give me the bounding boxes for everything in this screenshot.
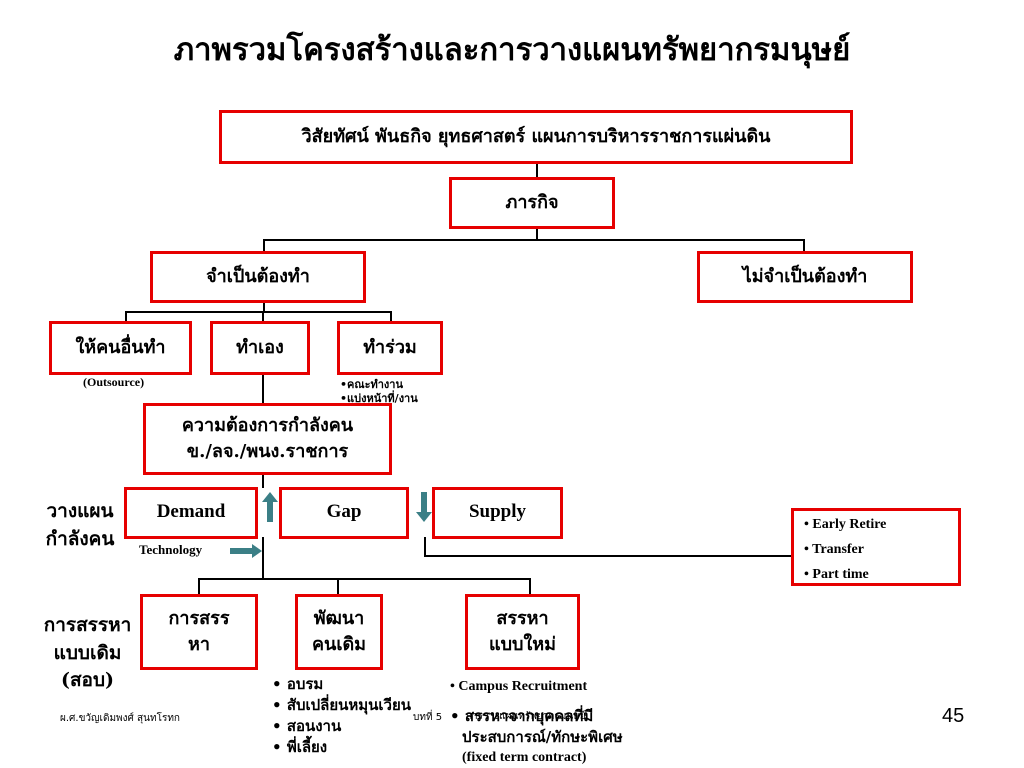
connector (198, 578, 200, 595)
vision-box: วิสัยทัศน์ พันธกิจ ยุทธศาสตร์ แผนการบริห… (219, 110, 853, 164)
overlap-chapter-title: การวางแผนทรัพยากรมนุษย์ (466, 711, 586, 722)
connector (803, 239, 805, 252)
self-box: ทำเอง (210, 321, 310, 375)
list-item: • อบรม (272, 675, 324, 693)
recruit-text-2: หา (188, 634, 210, 655)
need-box: ความต้องการกำลังคน ข./ลจ./พนง.ราชการ (143, 403, 392, 475)
old-recruit-label-2: แบบเดิม (53, 641, 122, 664)
option-early-retire: • Early Retire (804, 517, 887, 532)
supply-text: Supply (468, 501, 527, 522)
outsource-note: (Outsource) (83, 375, 145, 389)
list-item: • สับเปลี่ยนหมุนเวียน (272, 696, 411, 714)
option-part-time: • Part time (804, 567, 869, 582)
recruit-text-1: การสรร (168, 607, 230, 629)
mission-text: ภารกิจ (505, 191, 559, 213)
plan-label: วางแผน กำลังคน (30, 498, 130, 553)
supply-options-box: • Early Retire • Transfer • Part time (791, 508, 961, 586)
technology-label: Technology (139, 542, 203, 557)
old-recruit-label: การสรรหา แบบเดิม (สอบ) (25, 612, 150, 695)
connector (125, 311, 392, 313)
joint-text: ทำร่วม (363, 336, 417, 358)
connector (263, 239, 265, 252)
old-recruit-label-3: (สอบ) (60, 669, 115, 692)
connector (262, 373, 264, 404)
plan-label-1: วางแผน (46, 500, 114, 522)
footer-chapter: บทที่ 5 (413, 712, 443, 723)
mission-box: ภารกิจ (449, 177, 615, 229)
arrow-right-icon (230, 544, 262, 558)
demand-text: Demand (156, 501, 226, 522)
connector (262, 537, 264, 579)
connector (198, 578, 530, 580)
joint-note-1: •คณะทำงาน (340, 378, 403, 391)
list-item: • สรรหาจากบุคคลที่มี (450, 707, 594, 725)
list-item: • สอนงาน (272, 717, 342, 735)
develop-text-1: พัฒนา (313, 607, 365, 629)
campus-recruitment: • Campus Recruitment (450, 679, 588, 694)
develop-text-2: คนเดิม (311, 634, 367, 655)
connector (529, 578, 531, 595)
outsource-text: ให้คนอื่นทำ (75, 336, 166, 358)
connector (263, 239, 804, 241)
new-recruit-text-2: แบบใหม่ (489, 634, 556, 655)
connector (262, 472, 264, 488)
develop-box: พัฒนา คนเดิม (295, 594, 383, 670)
connector (424, 555, 792, 557)
connector (263, 302, 265, 312)
list-item-cont: ประสบการณ์/ทักษะพิเศษ (462, 728, 623, 746)
plan-label-2: กำลังคน (45, 527, 115, 550)
recruit-box: การสรร หา (140, 594, 258, 670)
demand-box: Demand (124, 487, 258, 539)
joint-note-2: •แบ่งหน้าที่/งาน (340, 392, 418, 405)
necessary-text: จำเป็นต้องทำ (206, 265, 310, 287)
connector (125, 311, 127, 323)
list-item: • พี่เลี้ยง (272, 738, 328, 756)
joint-box: ทำร่วม (337, 321, 443, 375)
gap-box: Gap (279, 487, 409, 539)
connector (337, 578, 339, 595)
arrow-up-icon (262, 492, 278, 522)
option-transfer: • Transfer (804, 542, 864, 557)
connector (390, 311, 392, 323)
unnecessary-text: ไม่จำเป็นต้องทำ (742, 265, 868, 287)
arrow-down-icon (416, 492, 432, 522)
connector (424, 537, 426, 556)
need-text-2: ข./ลจ./พนง.ราชการ (186, 441, 349, 462)
new-recruit-box: สรรหา แบบใหม่ (465, 594, 580, 670)
old-recruit-label-1: การสรรหา (43, 614, 132, 636)
experienced-recruitment: • สรรหาจากบุคคลที่มี ประสบการณ์/ทักษะพิเ… (450, 706, 623, 768)
connector (536, 228, 538, 240)
footer-author: ผ.ศ.ขวัญเดิมพงศ์ สุนทโรทก (60, 713, 180, 724)
outsource-box: ให้คนอื่นทำ (49, 321, 192, 375)
gap-text: Gap (326, 501, 362, 522)
self-text: ทำเอง (236, 336, 284, 358)
connector (262, 311, 264, 323)
connector (536, 162, 538, 180)
necessary-box: จำเป็นต้องทำ (150, 251, 366, 303)
develop-bullets: • อบรม • สับเปลี่ยนหมุนเวียน • สอนงาน • … (272, 674, 411, 758)
page-title: ภาพรวมโครงสร้างและการวางแผนทรัพยากรมนุษย… (173, 32, 851, 68)
supply-box: Supply (432, 487, 563, 539)
list-item-cont: (fixed term contract) (462, 750, 587, 765)
page-number: 45 (942, 705, 965, 727)
vision-text: วิสัยทัศน์ พันธกิจ ยุทธศาสตร์ แผนการบริห… (301, 125, 771, 147)
unnecessary-box: ไม่จำเป็นต้องทำ (697, 251, 913, 303)
new-recruit-text-1: สรรหา (496, 607, 549, 629)
need-text-1: ความต้องการกำลังคน (181, 414, 354, 436)
